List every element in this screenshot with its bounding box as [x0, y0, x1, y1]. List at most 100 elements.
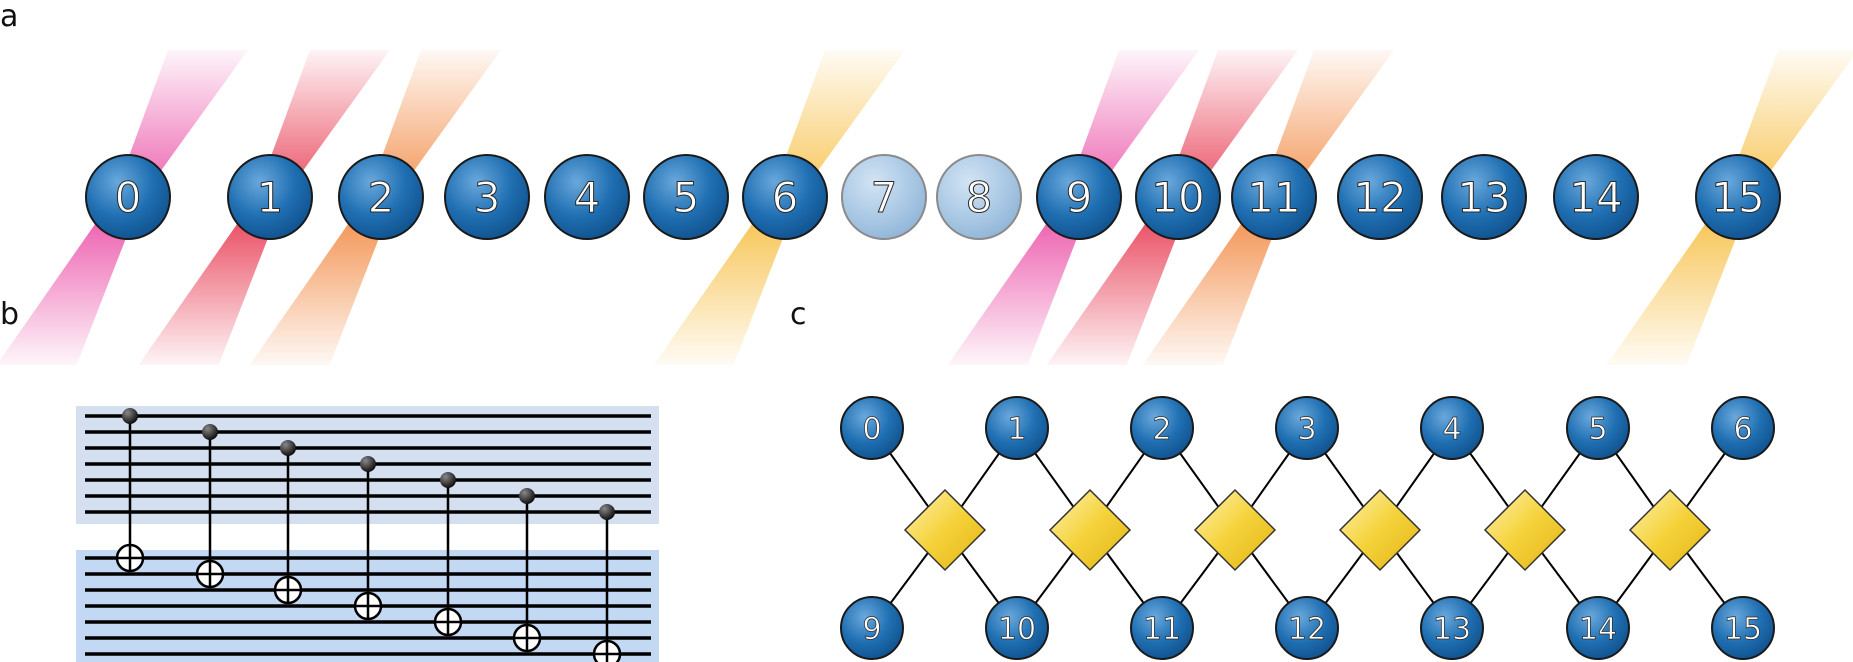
qubit-node-label: 0 — [862, 412, 881, 447]
qubit-node-6: 6 — [1711, 396, 1775, 460]
ion-sphere — [1036, 154, 1122, 240]
control-dot — [599, 504, 615, 520]
coupler-diamond — [1483, 488, 1567, 572]
ion-label: 13 — [1457, 173, 1510, 222]
control-dot — [122, 408, 138, 424]
ion-sphere — [1441, 154, 1527, 240]
ion-label: 10 — [1151, 173, 1204, 222]
cnot-gate — [512, 488, 542, 653]
qubit-node-9: 9 — [840, 596, 904, 660]
qubit-node-label: 9 — [862, 612, 881, 647]
ion-10: 10 — [1135, 154, 1221, 240]
ion-label: 12 — [1353, 173, 1406, 222]
qubit-node-label: 2 — [1152, 412, 1171, 447]
qubit-node-label: 4 — [1442, 412, 1461, 447]
coupler-diamond — [903, 488, 987, 572]
cnot-gate — [592, 504, 622, 662]
qubit-node-label: 14 — [1579, 612, 1617, 647]
ion-15: 15 — [1695, 154, 1781, 240]
control-dot — [519, 488, 535, 504]
ion-8: 8 — [936, 154, 1022, 240]
qubit-node-5: 5 — [1566, 396, 1630, 460]
ion-sphere — [643, 154, 729, 240]
ion-label: 8 — [966, 173, 993, 222]
panel-label-a: a — [0, 0, 19, 34]
ion-label: 6 — [772, 173, 799, 222]
ion-sphere — [742, 154, 828, 240]
cnot-gate — [353, 456, 383, 621]
control-dot — [202, 424, 218, 440]
qubit-node-label: 5 — [1588, 412, 1607, 447]
ion-sphere — [1695, 154, 1781, 240]
ion-14: 14 — [1553, 154, 1639, 240]
ion-sphere — [1337, 154, 1423, 240]
ion-sphere — [444, 154, 530, 240]
ion-5: 5 — [643, 154, 729, 240]
control-dot — [440, 472, 456, 488]
ion-1: 1 — [227, 154, 313, 240]
ion-label: 14 — [1569, 173, 1622, 222]
coupler-diamond — [1193, 488, 1277, 572]
ion-sphere — [338, 154, 424, 240]
qubit-node-13: 13 — [1420, 596, 1484, 660]
panel-label-c: c — [790, 297, 807, 332]
ion-label: 5 — [673, 173, 700, 222]
ion-6: 6 — [742, 154, 828, 240]
qubit-node-label: 1 — [1007, 412, 1026, 447]
qubit-node-2: 2 — [1130, 396, 1194, 460]
ion-label: 4 — [574, 173, 601, 222]
coupler-diamond — [1628, 488, 1712, 572]
ion-label: 15 — [1711, 173, 1764, 222]
qubit-node-11: 11 — [1130, 596, 1194, 660]
control-dot — [360, 456, 376, 472]
qubit-node-14: 14 — [1566, 596, 1630, 660]
ion-label: 0 — [115, 173, 142, 222]
ion-sphere — [936, 154, 1022, 240]
ion-label: 2 — [368, 173, 395, 222]
coupler-diamond — [1048, 488, 1132, 572]
cnot-gate — [433, 472, 463, 637]
qubit-node-label: 6 — [1733, 412, 1752, 447]
ion-7: 7 — [841, 154, 927, 240]
qubit-node-label: 10 — [998, 612, 1036, 647]
control-dot — [280, 440, 296, 456]
qubit-node-0: 0 — [840, 396, 904, 460]
ion-label: 9 — [1066, 173, 1093, 222]
ion-0: 0 — [85, 154, 171, 240]
qubit-node-label: 12 — [1288, 612, 1326, 647]
qubit-node-label: 13 — [1433, 612, 1471, 647]
ion-label: 11 — [1247, 173, 1300, 222]
ion-label: 7 — [871, 173, 898, 222]
qubit-node-1: 1 — [985, 396, 1049, 460]
ion-12: 12 — [1337, 154, 1423, 240]
qubit-node-label: 11 — [1143, 612, 1181, 647]
ion-label: 3 — [474, 173, 501, 222]
qubit-node-label: 3 — [1297, 412, 1316, 447]
ion-sphere — [841, 154, 927, 240]
ion-4: 4 — [544, 154, 630, 240]
ion-sphere — [1135, 154, 1221, 240]
ion-sphere — [227, 154, 313, 240]
ion-3: 3 — [444, 154, 530, 240]
panel-b-circuit — [76, 406, 659, 662]
ion-2: 2 — [338, 154, 424, 240]
ion-11: 11 — [1231, 154, 1317, 240]
ion-sphere — [544, 154, 630, 240]
qubit-node-4: 4 — [1420, 396, 1484, 460]
qubit-node-label: 15 — [1724, 612, 1762, 647]
ion-sphere — [85, 154, 171, 240]
panel-label-b: b — [0, 297, 20, 332]
qubit-node-15: 15 — [1711, 596, 1775, 660]
ion-label: 1 — [257, 173, 284, 222]
ion-13: 13 — [1441, 154, 1527, 240]
ion-sphere — [1231, 154, 1317, 240]
cnot-gate — [195, 424, 225, 589]
cnot-gate — [273, 440, 303, 605]
ion-9: 9 — [1036, 154, 1122, 240]
qubit-node-10: 10 — [985, 596, 1049, 660]
cnot-gate — [115, 408, 145, 573]
qubit-node-3: 3 — [1275, 396, 1339, 460]
qubit-node-12: 12 — [1275, 596, 1339, 660]
